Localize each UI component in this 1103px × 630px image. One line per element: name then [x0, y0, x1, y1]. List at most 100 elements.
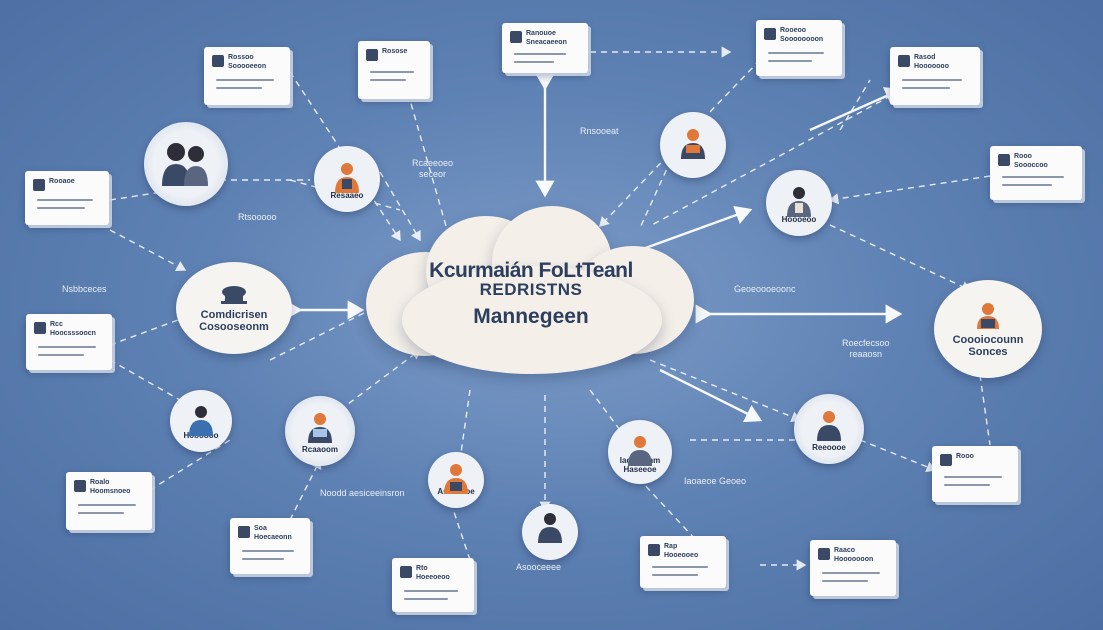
- connector: [979, 374, 991, 446]
- connector: [109, 229, 187, 271]
- connector: [659, 368, 763, 423]
- connector: [639, 205, 753, 252]
- person-node[interactable]: [522, 504, 578, 560]
- card-title: Rosose: [382, 48, 408, 55]
- person-node[interactable]: Reeoooe: [794, 394, 864, 464]
- card-title: Rasod: [914, 54, 936, 61]
- connector: [649, 79, 921, 227]
- card-title: Rooaoe: [49, 178, 75, 185]
- node-right-line2: Sonces: [968, 345, 1008, 358]
- card-title: Rossoo: [228, 54, 254, 61]
- card-subtitle: Hoomsnoeo: [90, 488, 131, 495]
- profile-icon: [212, 55, 224, 67]
- person-icon: [444, 464, 468, 495]
- connector-label: Asooceeee: [516, 562, 562, 572]
- connector: [649, 359, 802, 423]
- info-card[interactable]: Rasod Hooooooo: [890, 47, 980, 105]
- connector: [859, 439, 937, 473]
- info-card[interactable]: Rcc Hoocsssoocn: [26, 314, 112, 370]
- node-right[interactable]: Coooiocounn Sonces: [934, 280, 1042, 378]
- cloud-subtitle: REDRISTNS: [479, 279, 583, 299]
- person-node[interactable]: Resaaeo: [314, 146, 380, 212]
- people-group-icon: [162, 143, 208, 186]
- card-title: Rto: [416, 565, 428, 572]
- person-icon: [308, 413, 332, 444]
- info-card[interactable]: Rooeoo Soooooooon: [756, 20, 842, 76]
- profile-icon: [898, 55, 910, 67]
- person-icon: [189, 405, 213, 436]
- connector-label: Noodd aesiceeinsron: [320, 488, 405, 498]
- node-left[interactable]: Comdicrisen Cosooseonm: [176, 262, 292, 354]
- card-subtitle: Hooeooeo: [664, 552, 699, 559]
- connector-label: Rcaeeoeo seceor: [412, 158, 454, 179]
- person-node[interactable]: Iac Haonm Haseeoe: [608, 420, 672, 484]
- info-card[interactable]: Raaco Hooooooon: [810, 540, 896, 596]
- connector: [289, 458, 322, 521]
- person-node[interactable]: [660, 112, 726, 178]
- card-title: Raaco: [834, 547, 856, 554]
- card-title: Ranouoe: [526, 30, 556, 37]
- card-subtitle: Sooooeeon: [228, 63, 267, 70]
- central-cloud: Kcurmaián FoLtTeanl REDRISTNS Mannegeen: [366, 206, 696, 378]
- info-card[interactable]: Roalo Hoomsnoeo: [66, 472, 152, 530]
- card-subtitle: Soooccoo: [1014, 162, 1048, 169]
- profile-icon: [366, 49, 378, 61]
- connector-label: Iaoaeoe Geoeo: [684, 476, 747, 486]
- connector-label: Roecfecsoo reaaosn: [842, 338, 890, 359]
- profile-icon: [510, 31, 522, 43]
- profile-icon: [940, 454, 952, 466]
- info-card[interactable]: Rosose: [358, 41, 430, 99]
- connector: [109, 319, 179, 346]
- info-card[interactable]: Rossoo Sooooeeon: [204, 47, 290, 105]
- card-subtitle: Sneacaeeon: [526, 39, 567, 46]
- info-card[interactable]: Rooaoe: [25, 171, 109, 225]
- profile-icon: [998, 154, 1010, 166]
- profile-icon: [818, 548, 830, 560]
- connector: [589, 389, 621, 431]
- person-node[interactable]: Hoooeoo: [766, 170, 832, 236]
- connector: [379, 171, 421, 242]
- card-title: Rcc: [50, 321, 63, 328]
- profile-icon: [34, 322, 46, 334]
- cooking-hat-icon: [221, 285, 247, 304]
- connector: [839, 79, 871, 131]
- person-icon: [681, 128, 705, 159]
- person-node-caption: Rcaaoom: [301, 445, 338, 454]
- profile-icon: [33, 179, 45, 191]
- person-node[interactable]: [144, 122, 228, 206]
- person-icon: [538, 512, 562, 543]
- node-right-line1: Coooiocounn: [952, 333, 1024, 346]
- card-title: Rooo: [1014, 153, 1032, 160]
- person-node[interactable]: Rcaaoom: [285, 396, 355, 466]
- connector: [109, 359, 181, 401]
- profile-icon: [400, 566, 412, 578]
- person-node[interactable]: Hoooooo: [170, 390, 232, 452]
- person-icon: [628, 436, 652, 467]
- card-subtitle: Hoecaeonn: [254, 534, 292, 541]
- connector: [449, 499, 471, 561]
- info-card[interactable]: Rooo Soooccoo: [990, 146, 1082, 200]
- profile-icon: [648, 544, 660, 556]
- connector-label: Rtsooooo: [238, 212, 277, 222]
- connector: [149, 439, 231, 491]
- connector: [401, 71, 451, 241]
- connector: [459, 389, 471, 461]
- connector-label: Nsbbceces: [62, 284, 107, 294]
- info-card[interactable]: Ranouoe Sneacaeeon: [502, 23, 588, 73]
- connector: [828, 175, 991, 205]
- card-subtitle: Hoocsssoocn: [50, 330, 96, 337]
- node-left-line2: Cosooseonm: [199, 320, 269, 333]
- connector: [829, 224, 972, 292]
- info-card[interactable]: Rap Hooeooeo: [640, 536, 726, 588]
- info-card[interactable]: Rto Hoeeoeoo: [392, 558, 474, 612]
- person-icon: [787, 186, 811, 217]
- cloud-heading: Mannegeen: [473, 304, 589, 328]
- card-subtitle: Soooooooon: [780, 36, 824, 43]
- profile-icon: [238, 526, 250, 538]
- card-title: Rooeoo: [780, 27, 807, 34]
- profile-icon: [74, 480, 86, 492]
- info-card[interactable]: Soa Hoecaeonn: [230, 518, 310, 574]
- info-card[interactable]: Rooo: [932, 446, 1018, 502]
- person-node[interactable]: Assecsoe: [428, 452, 484, 508]
